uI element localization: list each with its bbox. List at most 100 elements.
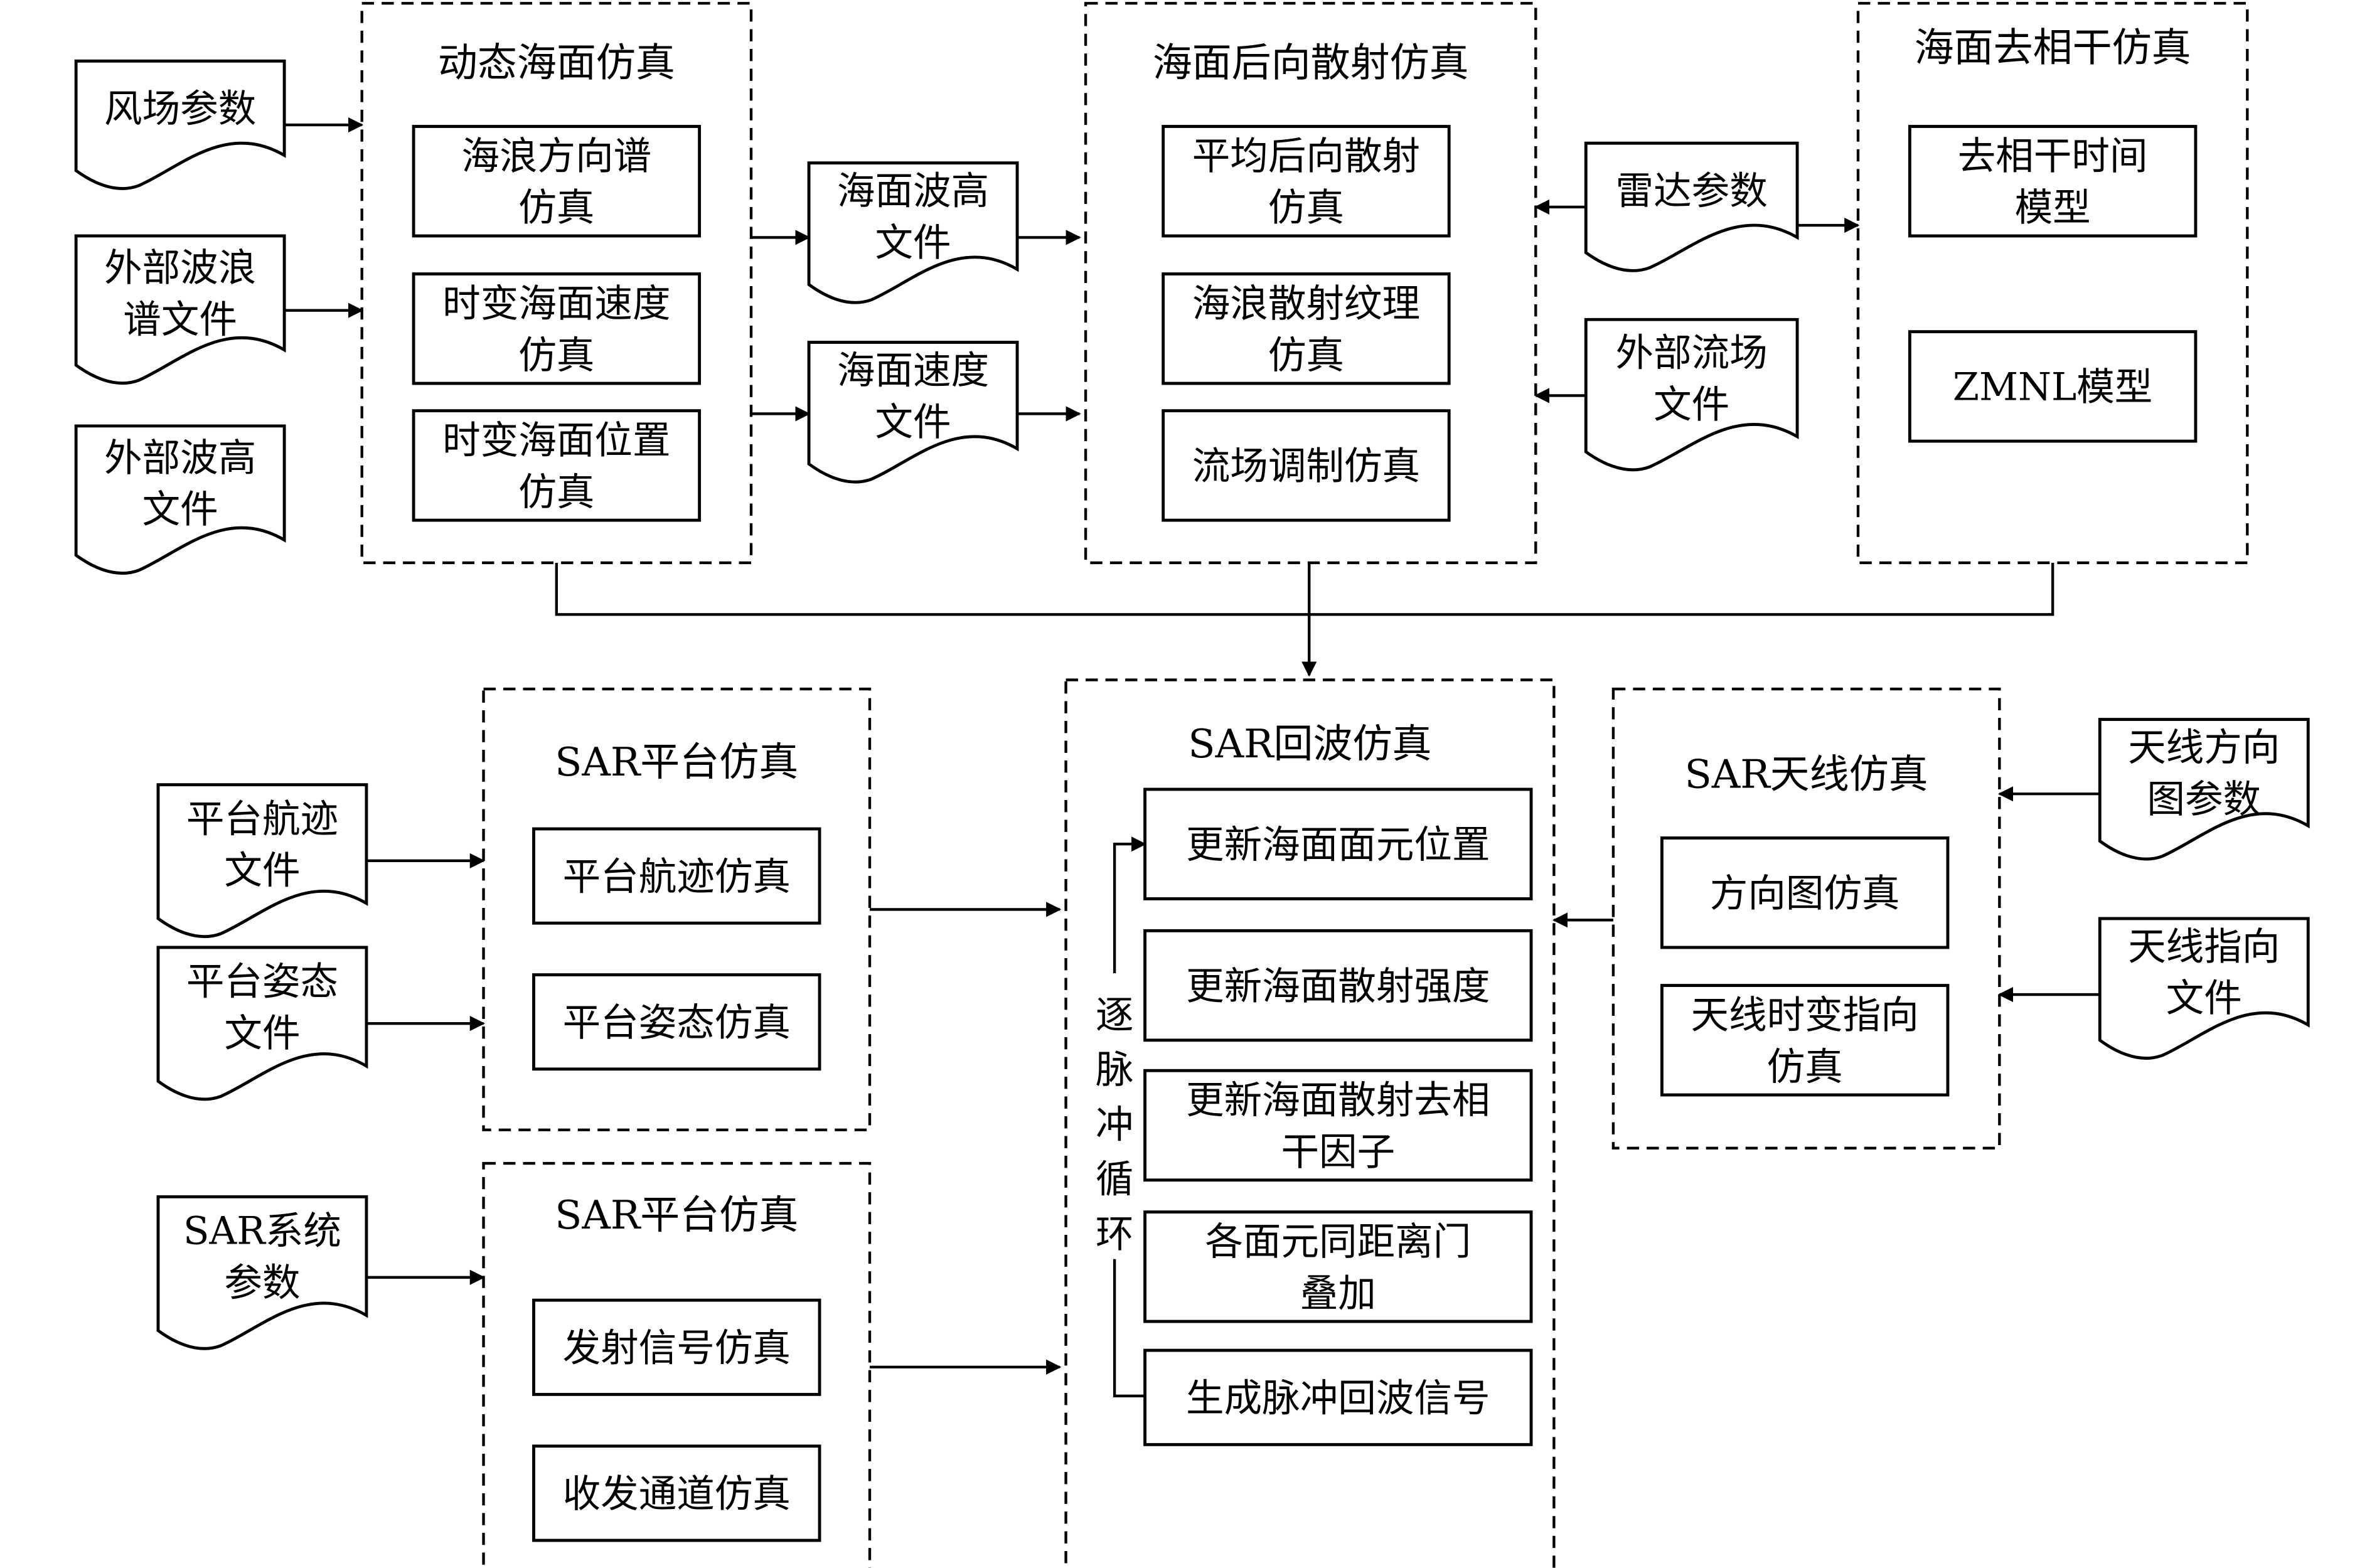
- document-label: 天线指向: [2128, 925, 2280, 969]
- document-shape: [156, 946, 368, 1101]
- process-box: 平台航迹仿真: [532, 827, 821, 925]
- process-box-border: [1143, 1069, 1533, 1182]
- document-shape: [1584, 317, 1799, 472]
- document-label: 文件: [142, 488, 218, 532]
- process-box-label: ZMNL模型: [1953, 366, 2152, 410]
- process-box-label: 更新海面散射去相: [1186, 1079, 1490, 1123]
- process-box-border: [532, 1444, 821, 1542]
- process-box-label: 发射信号仿真: [563, 1326, 791, 1370]
- process-box-label: 平均后向散射: [1192, 134, 1420, 178]
- process-box-label: 平台航迹仿真: [563, 855, 791, 899]
- group-title: 海面后向散射仿真: [1153, 40, 1469, 86]
- document-label: 文件: [875, 221, 951, 265]
- process-box: 方向图仿真: [1660, 836, 1950, 949]
- process-box-label: 干因子: [1281, 1130, 1395, 1174]
- process-box-label: 仿真: [1268, 334, 1344, 378]
- group-title: SAR回波仿真: [1188, 721, 1431, 767]
- process-box-label: 更新海面散射强度: [1186, 964, 1490, 1008]
- process-box-label: 海浪散射纹理: [1192, 282, 1420, 326]
- process-box: 更新海面散射强度: [1143, 929, 1533, 1042]
- process-box-border: [532, 973, 821, 1071]
- group-border: [482, 687, 872, 1131]
- process-box-border: [412, 272, 702, 385]
- document-label: 平台姿态: [186, 960, 338, 1004]
- group-title: 海面去相干仿真: [1915, 24, 2191, 70]
- process-box-label: 收发通道仿真: [563, 1473, 791, 1517]
- document-label: 文件: [224, 849, 300, 893]
- loop-label-char: 逐: [1096, 993, 1134, 1037]
- group-title: SAR平台仿真: [555, 1192, 798, 1238]
- document-shape: [807, 341, 1019, 484]
- process-box-border: [1908, 330, 2198, 443]
- document-label: 风场参数: [104, 87, 256, 131]
- document-label: 文件: [1653, 383, 1729, 427]
- process-box-border: [1143, 1348, 1533, 1446]
- loop-label-char: 循: [1096, 1158, 1134, 1202]
- document-shape: [74, 424, 286, 575]
- document-wind: 风场参数: [74, 59, 286, 190]
- document-label: 文件: [2166, 977, 2242, 1021]
- document-label: 文件: [224, 1011, 300, 1055]
- process-box-label: 仿真: [518, 471, 594, 515]
- document-label: 外部波浪: [104, 246, 256, 290]
- process-box-label: 更新海面面元位置: [1186, 823, 1490, 867]
- document-shape: [2098, 917, 2310, 1060]
- document-label: 天线方向: [2128, 726, 2280, 770]
- process-box-label: 方向图仿真: [1710, 872, 1900, 916]
- process-box-border: [412, 125, 702, 238]
- loop-arrow-top: [1113, 836, 1146, 974]
- process-box-border: [1143, 1210, 1533, 1323]
- group-border: [1856, 2, 2249, 565]
- process-box-label: 天线时变指向: [1691, 993, 1918, 1037]
- process-box-label: 仿真: [1767, 1045, 1843, 1089]
- group-border: [1064, 678, 1556, 1568]
- process-box: 流场调制仿真: [1162, 409, 1451, 522]
- process-box-border: [412, 409, 702, 522]
- process-box: 生成脉冲回波信号: [1143, 1348, 1533, 1446]
- document-label: 谱文件: [123, 298, 237, 342]
- process-box-label: 仿真: [518, 334, 594, 378]
- process-box-border: [532, 827, 821, 925]
- group-border: [1611, 687, 2001, 1150]
- document-label: 外部波高: [104, 436, 256, 480]
- process-box-label: 时变海面位置: [442, 419, 670, 462]
- process-box-border: [1660, 984, 1950, 1097]
- group-sar-echo: SAR回波仿真更新海面面元位置更新海面散射强度更新海面散射去相干因子各面元同距离…: [1064, 678, 1556, 1568]
- process-box-label: 仿真: [518, 186, 594, 230]
- process-box-label: 叠加: [1300, 1272, 1376, 1316]
- document-shape: [807, 161, 1019, 304]
- document-label: 雷达参数: [1616, 169, 1768, 213]
- process-box: ZMNL模型: [1908, 330, 2198, 443]
- process-box-label: 时变海面速度: [442, 282, 670, 326]
- group-border: [1084, 2, 1537, 565]
- process-box-label: 流场调制仿真: [1192, 445, 1420, 489]
- process-box-border: [1143, 787, 1533, 900]
- group-border: [482, 1161, 872, 1568]
- document-label: 平台航迹: [186, 797, 338, 841]
- loop-label-char: 环: [1096, 1212, 1134, 1256]
- process-box-border: [1162, 409, 1451, 522]
